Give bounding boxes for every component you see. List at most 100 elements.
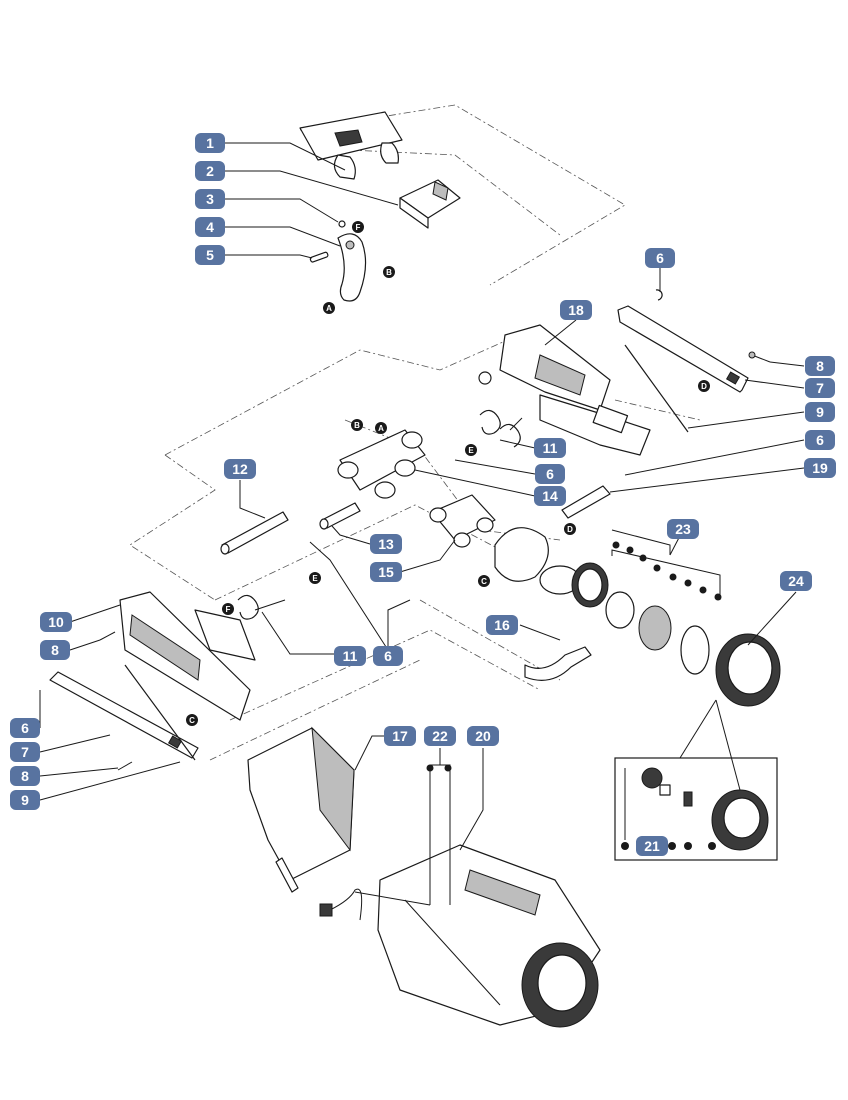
callout-badge-shape <box>195 133 225 153</box>
callout-number: 6 <box>546 466 554 482</box>
part-main-housing <box>377 844 601 1028</box>
callout-number: 8 <box>51 642 59 658</box>
part-lower-bracket <box>429 494 496 548</box>
callout-number: 22 <box>432 728 448 744</box>
reference-marker-dot <box>698 380 710 392</box>
callout-number: 9 <box>816 404 824 420</box>
reference-marker: B <box>351 419 363 431</box>
reference-marker: C <box>186 714 198 726</box>
reference-marker-dot <box>478 575 490 587</box>
callout-badge-shape <box>370 534 402 554</box>
reference-marker-letter: D <box>567 525 573 534</box>
callout-number: 18 <box>568 302 584 318</box>
reference-marker-dot <box>309 572 321 584</box>
inset-reference-dot <box>708 842 716 850</box>
callout-badge: 11 <box>534 438 566 458</box>
callout-number: 20 <box>475 728 491 744</box>
reference-marker-dot <box>186 714 198 726</box>
callout-badge-shape <box>40 612 72 632</box>
callout-number: 2 <box>206 163 214 179</box>
reference-marker-letter: B <box>386 268 392 277</box>
callout-badge: 6 <box>535 464 565 484</box>
callout-badge-shape <box>534 438 566 458</box>
reference-marker-letter: C <box>189 716 195 725</box>
part-torsion-spring-upper <box>479 409 523 448</box>
callout-number: 7 <box>21 744 29 760</box>
callout-badge: 8 <box>40 640 70 660</box>
reference-marker-dot <box>375 422 387 434</box>
reference-marker-letter: B <box>354 421 360 430</box>
inset-reference-dot <box>621 842 629 850</box>
callout-badge-shape <box>424 726 456 746</box>
callout-badge-shape <box>373 646 403 666</box>
reference-marker: E <box>309 572 321 584</box>
callout-number: 10 <box>48 614 64 630</box>
callout-badge: 13 <box>370 534 402 554</box>
part-screw-right <box>748 351 771 363</box>
callout-badge-shape <box>195 189 225 209</box>
callout-number: 16 <box>494 617 510 633</box>
callout-badge: 6 <box>10 718 40 738</box>
part-long-rod <box>624 344 689 433</box>
callout-number: 17 <box>392 728 408 744</box>
callout-badge-shape <box>486 615 518 635</box>
callout-badge: 11 <box>334 646 366 666</box>
callout-number: 14 <box>542 488 558 504</box>
leader-lines <box>39 142 805 906</box>
callout-badge-shape <box>560 300 592 320</box>
callout-badge: 22 <box>424 726 456 746</box>
reference-marker-letter: D <box>701 382 707 391</box>
reference-marker-letter: C <box>481 577 487 586</box>
reference-marker: A <box>375 422 387 434</box>
callout-badge: 6 <box>805 430 835 450</box>
callout-number: 11 <box>343 648 358 664</box>
callout-badge-shape <box>645 248 675 268</box>
callout-badge: 6 <box>645 248 675 268</box>
callout-number: 15 <box>378 564 394 580</box>
callout-badge-shape <box>370 562 402 582</box>
callout-badge-shape <box>10 718 40 738</box>
callout-badge: 8 <box>805 356 835 376</box>
callout-number: 19 <box>812 460 828 476</box>
reference-marker-dot <box>323 302 335 314</box>
callout-badge: 8 <box>10 766 40 786</box>
callout-badge-shape <box>10 790 40 810</box>
callout-badge-shape <box>534 486 566 506</box>
reference-marker-letter: A <box>326 304 332 313</box>
part-right-side-frame <box>478 324 651 456</box>
callout-number: 21 <box>644 838 660 854</box>
part-top-plate <box>299 111 403 180</box>
reference-marker-letter: F <box>226 605 231 614</box>
cable-reference-dot <box>444 764 452 772</box>
part-small-pin <box>338 220 346 228</box>
callout-number: 5 <box>206 247 214 263</box>
callout-badge: 24 <box>780 571 812 591</box>
part-long-shaft <box>220 511 289 555</box>
reference-marker: D <box>698 380 710 392</box>
part-upper-bracket <box>337 429 426 499</box>
part-link-bar-left <box>49 664 199 761</box>
callout-badge: 7 <box>10 742 40 762</box>
reference-marker: C <box>478 575 490 587</box>
callout-badge: 16 <box>486 615 518 635</box>
callout-number: 6 <box>656 250 664 266</box>
callout-badge: 1 <box>195 133 225 153</box>
reference-marker: E <box>465 444 477 456</box>
reference-marker: B <box>383 266 395 278</box>
callout-number: 24 <box>788 573 804 589</box>
callout-number: 7 <box>816 380 824 396</box>
ring-set-reference-dot <box>612 541 620 549</box>
callout-badge-shape <box>805 378 835 398</box>
part-short-shaft <box>319 502 361 530</box>
callout-badge: 20 <box>467 726 499 746</box>
callout-badge-shape <box>780 571 812 591</box>
part-short-rod <box>561 485 611 519</box>
callout-badge-shape <box>195 161 225 181</box>
callout-number: 9 <box>21 792 29 808</box>
part-clip-top <box>655 289 663 301</box>
inset-reference-dot <box>684 842 692 850</box>
callout-badge: 2 <box>195 161 225 181</box>
reference-marker-dot <box>564 523 576 535</box>
reference-marker: F <box>352 221 364 233</box>
callout-badge: 23 <box>667 519 699 539</box>
